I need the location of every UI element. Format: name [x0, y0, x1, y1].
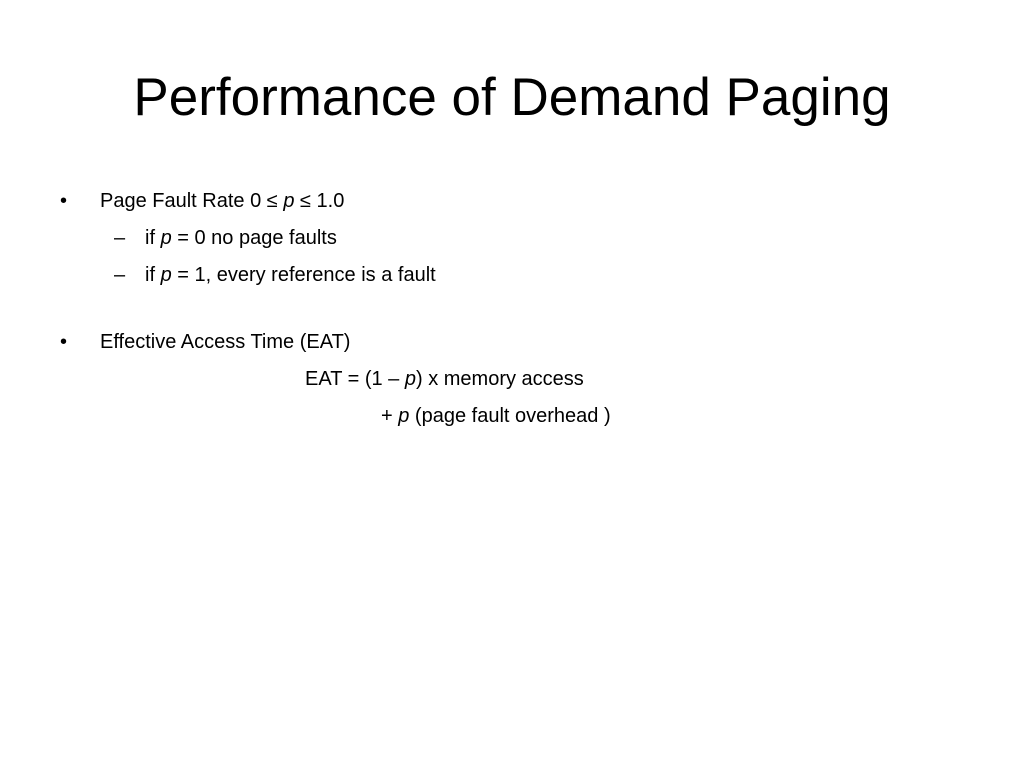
variable-p: p	[283, 190, 295, 212]
sub-bullet-suffix: = 1, every reference is a fault	[171, 264, 436, 286]
bullet-text-suffix: 1.0	[311, 190, 345, 212]
formula-prefix: EAT = (1 –	[305, 368, 405, 390]
variable-p: p	[160, 227, 172, 249]
sub-bullet-prefix: if	[145, 264, 161, 286]
formula-prefix: +	[381, 405, 399, 427]
bullet-effective-access-time: Effective Access Time (EAT)	[100, 331, 351, 353]
sub-bullet-every-fault: if p = 1, every reference is a fault	[145, 262, 436, 288]
dash-marker: –	[114, 227, 126, 249]
sub-bullet-no-faults: if p = 0 no page faults	[145, 225, 337, 251]
bullet-text-prefix: Page Fault Rate 0	[100, 190, 267, 212]
eat-formula-line-2: + p (page fault overhead )	[381, 403, 611, 429]
dash-marker: –	[114, 264, 126, 286]
le-symbol: ≤	[266, 190, 278, 212]
formula-suffix: (page fault overhead )	[409, 405, 611, 427]
bullet-page-fault-rate: Page Fault Rate 0 ≤ p ≤ 1.0	[100, 188, 344, 214]
variable-p: p	[398, 405, 410, 427]
formula-suffix: ) x memory access	[416, 368, 584, 390]
sub-bullet-prefix: if	[145, 227, 161, 249]
sub-bullet-suffix: = 0 no page faults	[171, 227, 337, 249]
bullet-marker: •	[60, 190, 68, 212]
le-symbol: ≤	[300, 190, 311, 212]
slide-title: Performance of Demand Paging	[133, 68, 891, 127]
variable-p: p	[160, 264, 172, 286]
bullet-marker: •	[60, 331, 68, 353]
variable-p: p	[404, 368, 416, 390]
eat-formula-line-1: EAT = (1 – p) x memory access	[305, 366, 584, 392]
